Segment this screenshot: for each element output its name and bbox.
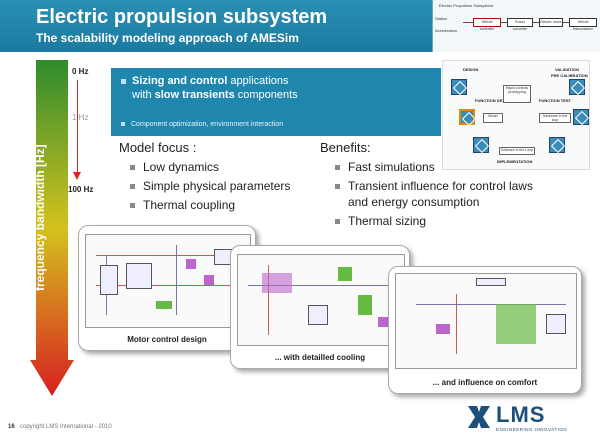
model-focus-item: Thermal coupling xyxy=(130,198,235,212)
v-sil-box: Software in the Loop xyxy=(499,147,535,155)
lms-logo: LMS ENGINEERING INNOVATION xyxy=(466,402,586,436)
header-line xyxy=(563,22,569,23)
component xyxy=(496,304,536,344)
header-diagram-label: Electric Propulsion Subsystem xyxy=(439,3,494,8)
thumbnail-caption: Motor control design xyxy=(127,335,207,344)
thumbnail-comfort: ... and influence on comfort xyxy=(388,266,582,394)
header-input-2: Acceleration xyxy=(435,28,458,33)
component xyxy=(358,295,372,315)
v-node-highlight-icon xyxy=(459,109,475,125)
component xyxy=(338,267,352,281)
lms-logo-icon xyxy=(468,406,490,428)
wire xyxy=(176,245,177,315)
v-design-label: DESIGN xyxy=(463,67,479,72)
bandwidth-arrow-line xyxy=(77,80,78,175)
header-box-motor: Electric motor xyxy=(539,18,563,27)
header-box-converter: Power converter xyxy=(507,18,533,31)
schematic-image xyxy=(237,254,405,346)
schematic-image xyxy=(85,234,251,328)
copyright-text: copyright LMS International - 2010 xyxy=(20,424,112,430)
wire xyxy=(456,294,457,354)
slide-title: Electric propulsion subsystem xyxy=(36,6,328,28)
lms-logo-text: LMS xyxy=(496,402,546,427)
header-box-controller: Vehicle controller xyxy=(473,18,501,31)
square-bullet-icon xyxy=(335,184,340,190)
thumbnail-caption: ... and influence on comfort xyxy=(432,378,538,387)
v-precalibration-label: PRE CALIBRATION xyxy=(551,73,588,78)
benefit-item: Thermal sizing xyxy=(335,214,426,228)
component xyxy=(186,259,196,269)
v-function-test-label: FUNCTION TEST xyxy=(539,98,571,103)
slide-subtitle: The scalability modeling approach of AME… xyxy=(36,31,299,45)
application-line-2: with slow transients components xyxy=(132,89,298,101)
wire xyxy=(96,285,236,286)
thumbnail-motor-control: Motor control design xyxy=(78,225,256,351)
component xyxy=(204,275,214,285)
header-bar: Electric propulsion subsystem The scalab… xyxy=(0,0,600,52)
frequency-axis-label: frequency bandwidth [Hz] xyxy=(33,144,47,292)
benefits-heading: Benefits: xyxy=(320,140,371,155)
square-bullet-icon xyxy=(130,203,135,209)
wire xyxy=(268,265,269,335)
wire xyxy=(416,304,566,305)
v-node-icon xyxy=(573,109,589,125)
v-node-icon xyxy=(473,137,489,153)
application-note: Component optimization, environment inte… xyxy=(121,121,283,128)
square-bullet-icon xyxy=(335,219,340,225)
thumbnail-detailed-cooling: ... with detailled cooling xyxy=(230,245,410,369)
v-node-icon xyxy=(451,79,467,95)
benefit-item: Transient influence for control laws xyxy=(335,179,533,193)
header-line xyxy=(501,22,507,23)
wire xyxy=(96,255,236,256)
thumbnail-caption: ... with detailled cooling xyxy=(274,353,366,362)
benefit-item: Fast simulations xyxy=(335,160,435,174)
v-rapid-prototype-box: Rapid controls prototyping xyxy=(503,85,531,103)
model-focus-item: Simple physical parameters xyxy=(130,179,290,193)
schematic-image xyxy=(395,273,577,369)
component xyxy=(262,273,292,293)
v-node-icon xyxy=(549,137,565,153)
bandwidth-arrow-head xyxy=(73,172,81,180)
model-focus-heading: Model focus : xyxy=(119,140,197,155)
v-cycle-diagram: DESIGN VALIDATION PRE CALIBRATION FUNCTI… xyxy=(442,60,590,170)
application-line-1: Sizing and control applications xyxy=(121,75,289,87)
square-bullet-icon xyxy=(130,165,135,171)
header-box-transmission: Vehicle transmission xyxy=(569,18,597,31)
v-function-design-label: FUNCTION DESIGN xyxy=(475,98,513,103)
application-box: Sizing and control applications with slo… xyxy=(111,68,441,136)
component xyxy=(436,324,450,334)
hz-top-label: 0 Hz xyxy=(72,67,89,76)
component xyxy=(378,317,390,327)
header-line xyxy=(463,22,473,23)
v-implementation-label: IMPLEMENTATION xyxy=(497,159,533,164)
square-bullet-icon xyxy=(335,165,340,171)
component xyxy=(126,263,152,289)
component xyxy=(476,278,506,286)
model-focus-item: Low dynamics xyxy=(130,160,219,174)
square-bullet-icon xyxy=(121,78,126,84)
v-validation-label: VALIDATION xyxy=(555,67,579,72)
v-node-icon xyxy=(569,79,585,95)
frequency-arrow xyxy=(30,60,74,396)
component xyxy=(308,305,328,325)
page-number: 16 xyxy=(8,424,15,430)
lms-tagline: ENGINEERING INNOVATION xyxy=(496,427,568,432)
component xyxy=(546,314,566,334)
benefit-item-continued: and energy consumption xyxy=(348,195,480,209)
square-bullet-icon xyxy=(130,184,135,190)
square-bullet-icon xyxy=(121,122,125,127)
hz-bottom-label: 100 Hz xyxy=(68,185,94,194)
v-hil-box: Hardware in the loop xyxy=(539,113,571,123)
header-line xyxy=(533,22,539,23)
header-input-1: Statics xyxy=(435,16,448,21)
wire xyxy=(248,285,398,286)
v-model-box: Model xyxy=(483,113,503,123)
header-block-diagram: Electric Propulsion Subsystem Statics Ac… xyxy=(432,0,600,52)
hz-mid-label: 1 Hz xyxy=(72,113,89,122)
component xyxy=(156,301,172,309)
component xyxy=(100,265,118,295)
